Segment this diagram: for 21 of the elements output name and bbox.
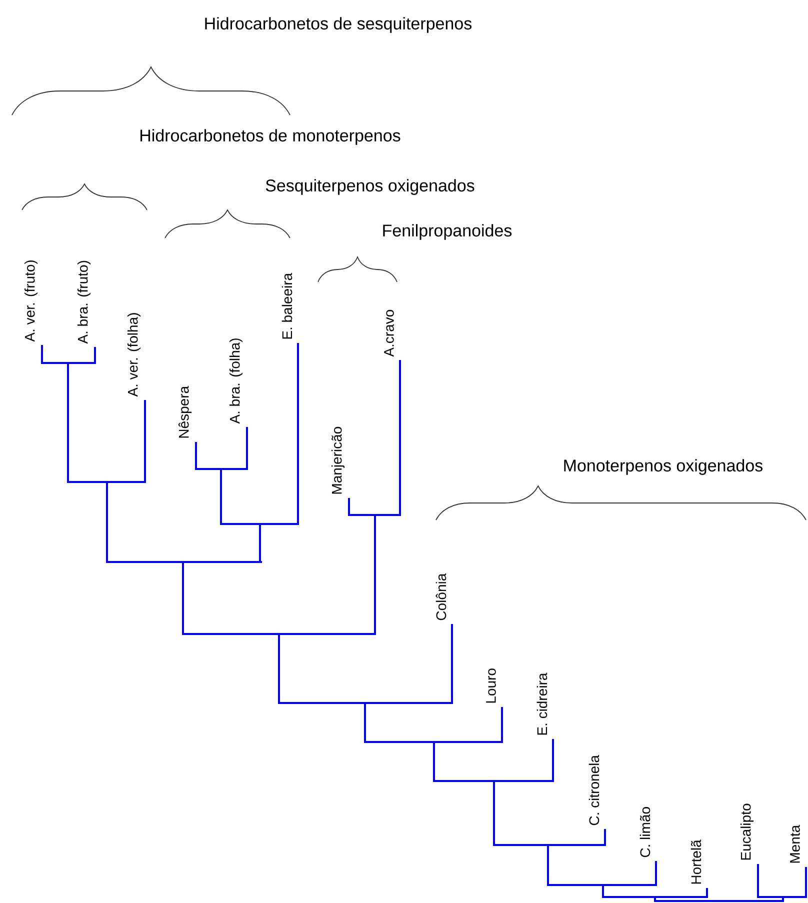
- leaf-label: A. bra. (folha): [229, 338, 243, 424]
- group-heading: Fenilpropanoides: [383, 224, 512, 240]
- leaf-label: Hortelã: [690, 840, 702, 884]
- leaf-label: C. citronela: [588, 755, 600, 826]
- leaf-label: E. cidreira: [536, 672, 548, 735]
- leaf-label: Louro: [486, 668, 496, 703]
- leaf-label: E. baleeira: [282, 272, 292, 339]
- group-heading: Hidrocarbonetos de monoterpenos: [140, 129, 400, 145]
- leaf-label: Manjericão: [331, 426, 345, 494]
- leaf-label: Menta: [790, 824, 800, 863]
- group-heading: Monoterpenos oxigenados: [564, 459, 762, 475]
- leaf-label: Nêspera: [178, 386, 192, 438]
- leaf-label: C. limão: [640, 807, 650, 858]
- leaf-label: A.cravo: [384, 310, 394, 357]
- leaf-label: A. ver. (folha): [127, 313, 141, 397]
- leaf-label: Eucalipto: [740, 804, 754, 860]
- leaf-label: Colônia: [436, 573, 446, 620]
- group-heading: Sesquiterpenos oxigenados: [266, 179, 474, 195]
- leaf-label: A. bra. (fruto): [77, 260, 91, 344]
- leaf-label: A. ver. (fruto): [24, 260, 38, 342]
- group-heading: Hidrocarbonetos de sesquiterpenos: [205, 17, 472, 33]
